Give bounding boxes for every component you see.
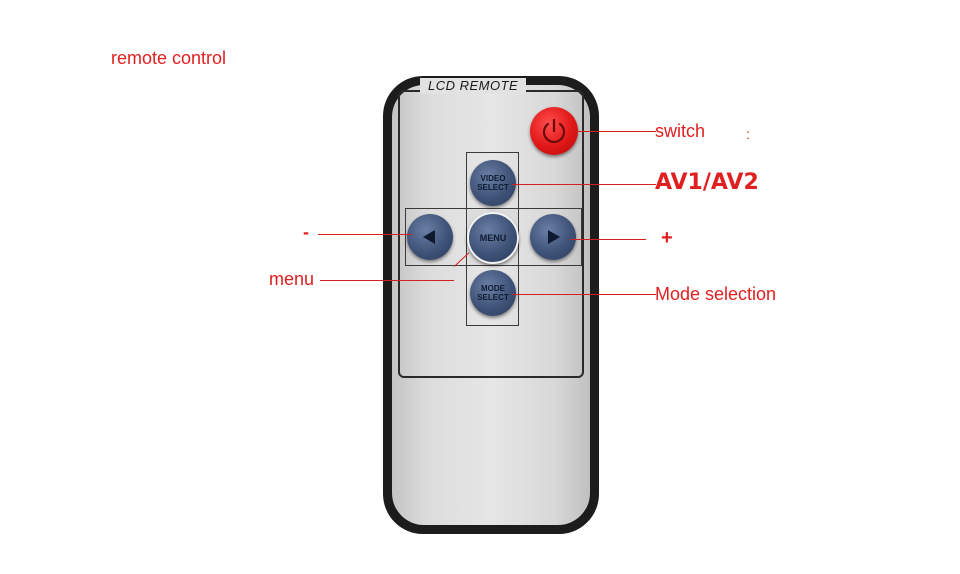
- plus-callout-line: [570, 239, 646, 240]
- minus-callout-line: [318, 234, 412, 235]
- mode-select-button[interactable]: MODE SELECT: [470, 270, 516, 316]
- menu-button-label: MENU: [479, 232, 507, 243]
- power-icon: [542, 118, 566, 144]
- left-arrow-icon: [423, 230, 435, 244]
- switch-callout-mark: :: [746, 126, 750, 142]
- minus-callout-label: -: [303, 222, 309, 242]
- switch-callout-label: switch: [655, 121, 706, 141]
- av-callout-label: AV1/AV2: [655, 170, 759, 195]
- right-arrow-icon: [548, 230, 560, 244]
- video-select-label: VIDEO SELECT: [477, 174, 509, 192]
- left-button[interactable]: [407, 214, 453, 260]
- remote-brand-label: LCD REMOTE: [420, 78, 527, 94]
- menu-callout-line: [320, 280, 454, 281]
- right-button[interactable]: [530, 214, 576, 260]
- menu-button[interactable]: MENU: [467, 212, 519, 264]
- dpad-outline-horizontal: [405, 208, 582, 266]
- menu-callout-label: menu: [269, 269, 315, 289]
- mode-callout-label: Mode selection: [655, 284, 777, 304]
- mode-select-label: MODE SELECT: [477, 284, 509, 302]
- av-callout-line: [512, 184, 656, 185]
- video-select-button[interactable]: VIDEO SELECT: [470, 160, 516, 206]
- power-button[interactable]: [530, 107, 578, 155]
- page-caption: remote control: [111, 48, 227, 68]
- switch-callout-line: [572, 131, 656, 132]
- mode-callout-line: [512, 294, 656, 295]
- plus-callout-label: +: [661, 227, 673, 249]
